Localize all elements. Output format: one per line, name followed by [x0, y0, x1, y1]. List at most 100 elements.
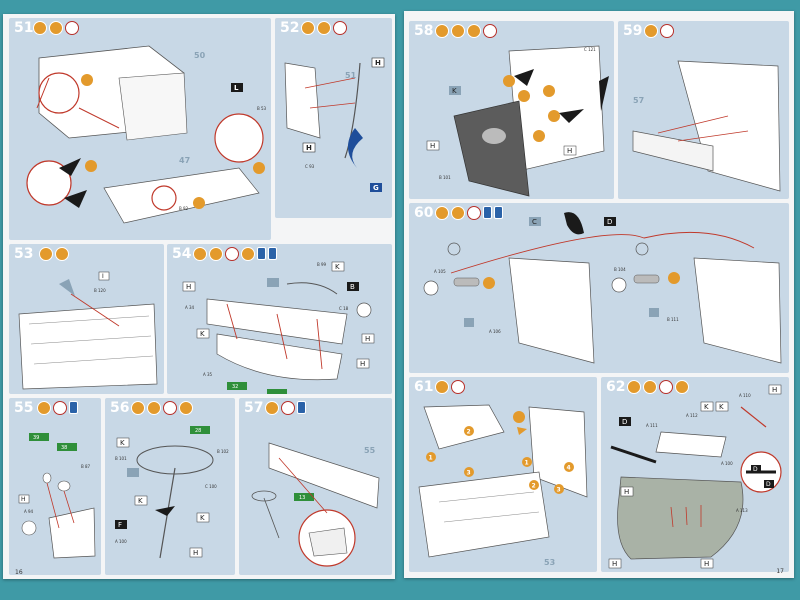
part-ref: B 120	[94, 288, 106, 293]
glue-icon	[483, 206, 492, 219]
paint-badges	[131, 401, 193, 415]
paint-badges	[193, 247, 277, 261]
paint-code: K	[452, 87, 457, 95]
page-number: 16	[15, 569, 23, 576]
paint-code: K	[719, 403, 724, 411]
sequence-marker: 3	[467, 470, 471, 477]
paint-icon	[179, 401, 193, 415]
part-label: 53	[544, 558, 555, 567]
part-ref: B 87	[81, 464, 91, 469]
step-53-drawing: I B 120	[18, 271, 158, 390]
decal-number: 32	[232, 384, 238, 390]
paint-code: K	[335, 263, 340, 271]
part-ref: A 106	[489, 329, 501, 334]
sequence-marker: 3	[557, 487, 561, 494]
decal-number: 39	[33, 435, 39, 441]
clock-icon	[483, 24, 497, 38]
part-ref: B 99	[317, 262, 327, 267]
paint-icon	[451, 206, 465, 220]
part-label: 57	[633, 96, 644, 105]
paint-flag	[231, 83, 243, 92]
page-number: 17	[776, 568, 784, 575]
part-ref: B 102	[217, 449, 229, 454]
step-number: 61	[414, 379, 434, 395]
step-55-panel: 55 39 38 B 87 A 94 H	[9, 398, 101, 575]
step-58-drawing: K H H B 101 C 121	[426, 45, 609, 197]
paint-code: K	[200, 514, 205, 522]
paint-code: G	[373, 184, 379, 192]
step-number: 55	[14, 400, 34, 416]
part-ref: C 100	[205, 484, 217, 489]
paint-code: B	[350, 283, 355, 291]
paint-code: H	[306, 144, 312, 152]
glue-icon	[69, 401, 78, 414]
part-ref: A 100	[115, 539, 127, 544]
part-ref: A 34	[185, 305, 195, 310]
clock-icon	[281, 401, 295, 415]
step-number: 54	[172, 246, 192, 262]
glue-icon	[257, 247, 266, 260]
sequence-marker: 4	[567, 465, 571, 472]
paint-code: H	[365, 335, 370, 343]
paint-code: H	[360, 360, 365, 368]
paint-code: C	[532, 218, 537, 226]
step-62-drawing: D K K H D D H H H A 110 A 111 A 112 A 10…	[608, 384, 782, 569]
clock-icon	[333, 21, 347, 35]
paint-code: H	[567, 147, 572, 155]
instruction-page-left: 51 50 47 L B 53 B 92	[3, 14, 395, 579]
step-number: 52	[280, 20, 300, 36]
clock-icon	[163, 401, 177, 415]
step-53-panel: 53 I B 120	[9, 244, 164, 394]
paint-icon	[55, 247, 69, 261]
paint-code: K	[704, 403, 709, 411]
part-ref: B 101	[115, 456, 127, 461]
paint-badges	[39, 247, 69, 261]
paint-icon	[37, 401, 51, 415]
paint-code: H	[186, 283, 191, 291]
paint-badges	[435, 24, 497, 38]
paint-icon	[627, 380, 641, 394]
paint-icon	[33, 21, 47, 35]
paint-icon	[49, 21, 63, 35]
paint-code: F	[118, 521, 122, 529]
paint-icon	[435, 24, 449, 38]
part-ref: B 53	[257, 106, 267, 111]
decal-number: 28	[195, 428, 201, 434]
step-number: 57	[244, 400, 264, 416]
part-ref: C 93	[305, 164, 315, 169]
paint-icon	[39, 247, 53, 261]
paint-code: H	[375, 59, 381, 67]
step-number: 58	[414, 23, 434, 39]
glue-icon	[297, 401, 306, 414]
paint-badges	[33, 21, 79, 35]
part-ref: B 104	[614, 267, 626, 272]
paint-code: D	[607, 218, 612, 226]
step-number: 53	[14, 246, 34, 262]
paint-code: D	[622, 418, 627, 426]
part-ref: A 94	[24, 509, 34, 514]
paint-badges	[435, 206, 503, 220]
step-54-drawing: B K H K H H 32 B 99 A 34 A 35 C 18	[182, 261, 375, 394]
step-61-panel: 61 1 2 3 1 2 3 4 53	[409, 377, 597, 572]
part-label: 55	[364, 446, 376, 455]
step-number: 59	[623, 23, 643, 39]
step-number: 56	[110, 400, 130, 416]
step-number: 62	[606, 379, 626, 395]
step-56-panel: 56 28 K K F K H B 101 B 102 C 100	[105, 398, 235, 575]
part-label: 51	[345, 71, 357, 80]
step-51-drawing: 50 47 L B 53 B 92	[26, 45, 267, 224]
part-ref: A 112	[686, 413, 698, 418]
clock-icon	[467, 206, 481, 220]
step-58-panel: 58 K H H B 101 C 121	[409, 21, 614, 199]
paint-icon	[147, 401, 161, 415]
step-60-drawing: C D A 105 A 106 B 104 B 111	[423, 212, 782, 364]
clock-icon	[660, 24, 674, 38]
glue-icon	[268, 247, 277, 260]
sequence-marker: 1	[429, 455, 433, 462]
paint-icon	[675, 380, 689, 394]
part-label: 50	[194, 51, 206, 60]
paint-code: H	[21, 496, 26, 503]
paint-code: D	[753, 466, 758, 473]
part-ref: B 101	[439, 175, 451, 180]
part-ref: A 110	[739, 393, 751, 398]
